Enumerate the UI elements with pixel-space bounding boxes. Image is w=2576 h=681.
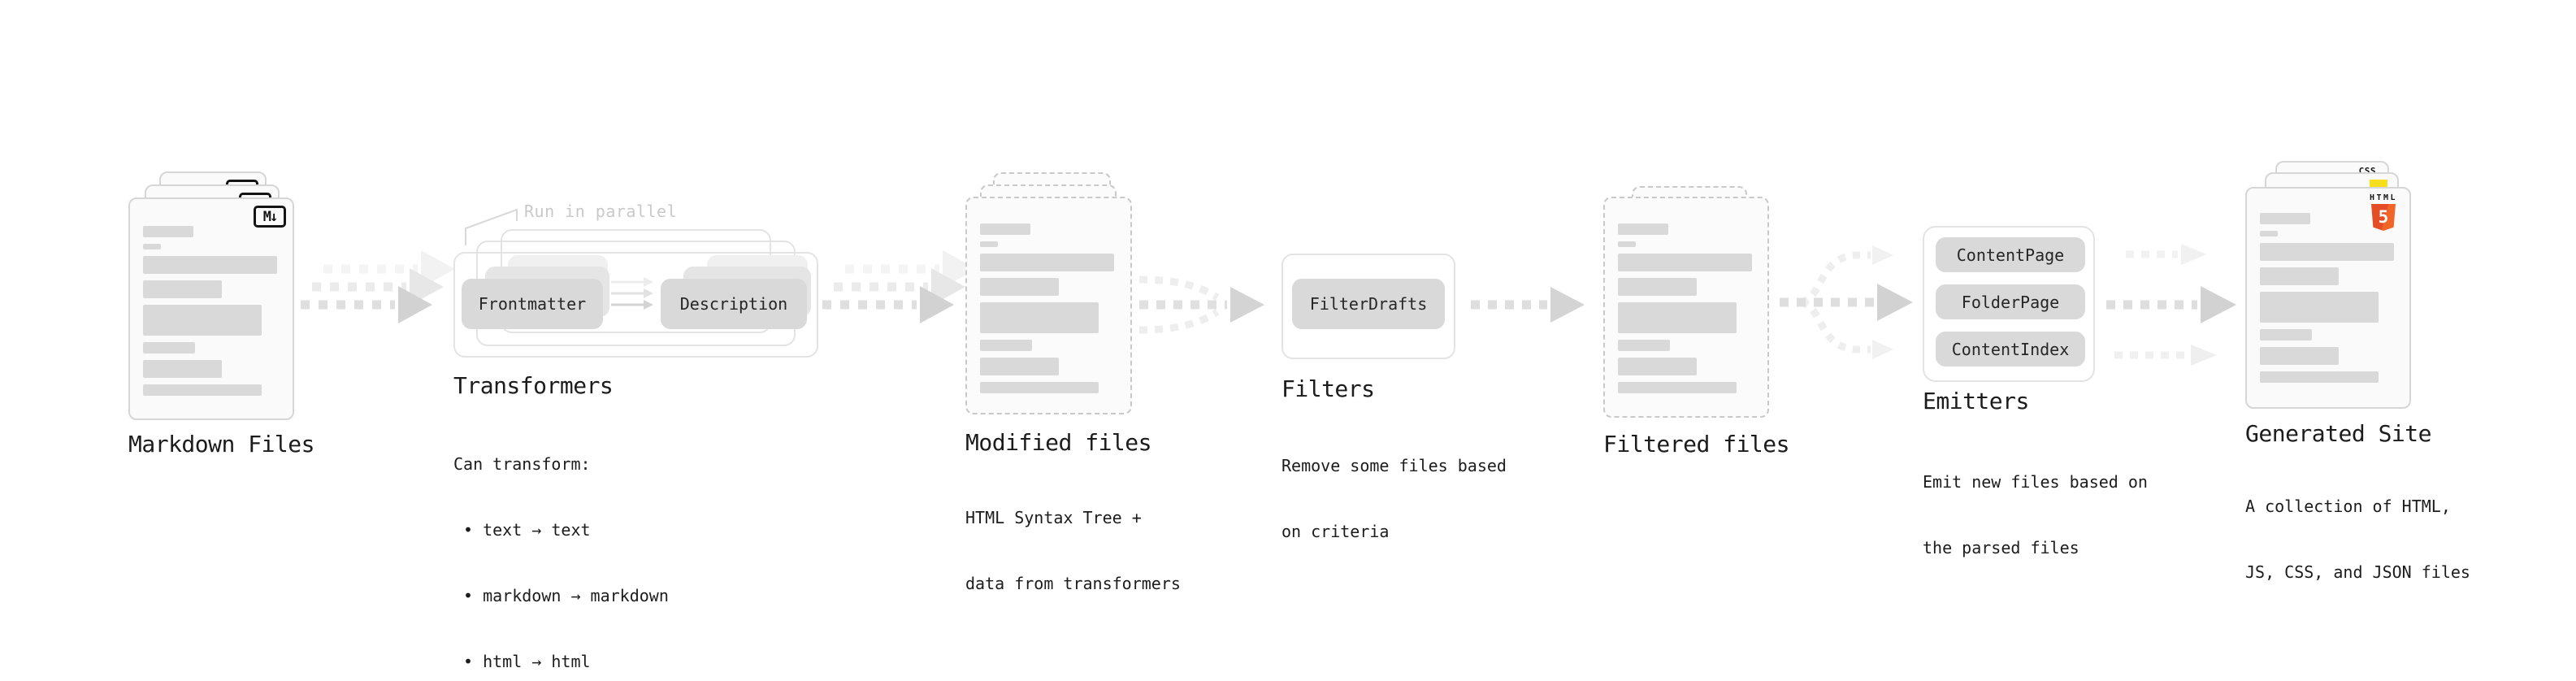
transformers-box bbox=[453, 252, 818, 358]
markdown-icon: M↓ bbox=[254, 206, 286, 228]
html5-shield: 5 bbox=[2371, 204, 2396, 231]
transform-bullet: html → html bbox=[453, 651, 669, 673]
emitters-label: Emitters bbox=[1923, 388, 2029, 414]
transform-bullet: markdown → markdown bbox=[453, 585, 669, 607]
transform-bullet: text → text bbox=[453, 519, 669, 541]
can-transform-heading: Can transform: bbox=[453, 454, 591, 474]
placeholder-text-bars bbox=[1618, 223, 1754, 393]
folderpage-pill: FolderPage bbox=[1936, 284, 2085, 319]
generated-site-description: A collection of HTML, JS, CSS, and JSON … bbox=[2245, 452, 2470, 627]
desc-line: on criteria bbox=[1281, 522, 1390, 541]
flow-arrow-markdown-to-transformers bbox=[301, 250, 455, 323]
markdown-files-label: Markdown Files bbox=[128, 431, 315, 458]
parallel-transform-arrows bbox=[611, 277, 653, 310]
desc-line: JS, CSS, and JSON files bbox=[2245, 562, 2470, 582]
generated-site-label: Generated Site bbox=[2245, 420, 2432, 447]
filters-description: Remove some files based on criteria bbox=[1281, 411, 1507, 587]
filtered-file-card bbox=[1603, 197, 1769, 418]
desc-line: Emit new files based on bbox=[1923, 472, 2148, 492]
modified-files-label: Modified files bbox=[965, 429, 1152, 456]
desc-line: Remove some files based bbox=[1281, 456, 1507, 475]
transformers-description: Can transform: text → text markdown → ma… bbox=[453, 410, 669, 681]
contentpage-pill: ContentPage bbox=[1936, 237, 2085, 272]
modified-files-description: HTML Syntax Tree + data from transformer… bbox=[965, 463, 1181, 639]
desc-line: A collection of HTML, bbox=[2245, 497, 2451, 516]
placeholder-text-bars bbox=[980, 223, 1117, 393]
callout-leader-line bbox=[465, 208, 518, 245]
html5-wordmark: HTML bbox=[2369, 193, 2398, 202]
desc-line: HTML Syntax Tree + bbox=[965, 508, 1142, 527]
flow-arrow-transformers-to-modified bbox=[822, 250, 977, 323]
placeholder-text-bars bbox=[2260, 213, 2396, 383]
filters-label: Filters bbox=[1281, 375, 1375, 402]
run-in-parallel-note: Run in parallel bbox=[524, 202, 678, 221]
filtered-files-label: Filtered files bbox=[1603, 431, 1790, 458]
description-pill: Description bbox=[661, 279, 807, 329]
contentindex-pill: ContentIndex bbox=[1936, 332, 2085, 367]
fan-in-arrow-modified-to-filters bbox=[1138, 275, 1264, 334]
placeholder-text-bars bbox=[143, 226, 280, 396]
flow-arrows-emitters-to-site bbox=[2106, 244, 2236, 366]
flow-arrow-filters-to-filtered bbox=[1471, 287, 1585, 323]
emitters-description: Emit new files based on the parsed files bbox=[1923, 427, 2148, 603]
frontmatter-pill: Frontmatter bbox=[462, 279, 603, 329]
site-file-card-html: HTML 5 bbox=[2245, 187, 2411, 409]
desc-line: the parsed files bbox=[1923, 538, 2079, 557]
modified-file-card bbox=[965, 197, 1132, 414]
fan-out-arrow-filtered-to-emitters bbox=[1780, 245, 1913, 359]
desc-line: data from transformers bbox=[965, 574, 1181, 593]
html5-icon: HTML 5 bbox=[2364, 193, 2403, 231]
filterdrafts-pill: FilterDrafts bbox=[1292, 279, 1445, 329]
transformers-label: Transformers bbox=[453, 372, 614, 399]
markdown-file-card: M↓ bbox=[128, 197, 294, 420]
